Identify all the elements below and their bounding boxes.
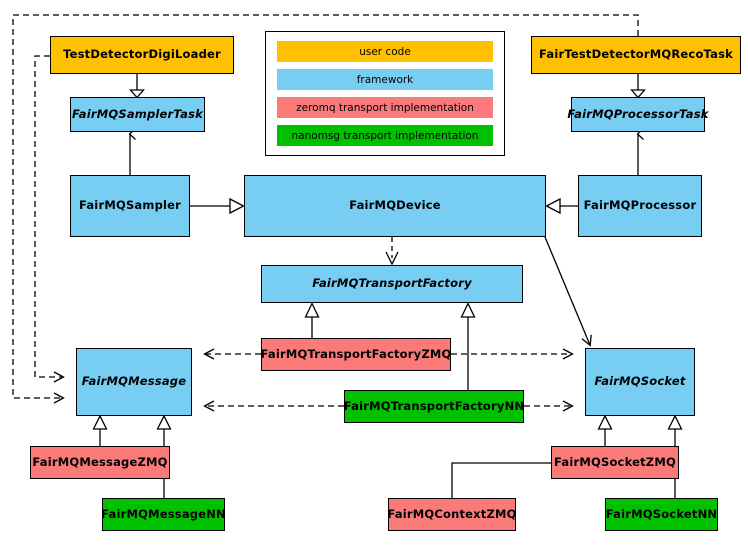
- edge-socketnn-inherits-socket-head: [667, 414, 683, 430]
- edge-messagezmq-inherits-message-head: [92, 414, 108, 430]
- legend-label: user code: [359, 45, 411, 58]
- edge-device-uses-socket: [544, 236, 592, 347]
- edge-factoryzmq-inherits-factory-head: [304, 302, 320, 318]
- class-label: FairMQSampler: [78, 198, 182, 213]
- legend-item-framework: framework: [277, 69, 493, 90]
- legend-label: framework: [356, 73, 414, 86]
- class-box-fairmq-sampler[interactable]: FairMQSampler: [70, 175, 190, 237]
- class-box-fairmq-transport-factory-zmq[interactable]: FairMQTransportFactoryZMQ: [261, 338, 451, 371]
- class-box-fairmq-processor-task[interactable]: FairMQProcessorTask: [567, 97, 708, 132]
- legend: user code framework zeromq transport imp…: [265, 31, 505, 156]
- class-box-fairtestdetector-mq-reco-task[interactable]: FairTestDetectorMQRecoTask: [531, 36, 741, 74]
- class-box-fairmq-socket-zmq[interactable]: FairMQSocketZMQ: [551, 446, 679, 479]
- class-label: FairMQSocketZMQ: [554, 454, 676, 469]
- class-box-fairmq-socket-nn[interactable]: FairMQSocketNN: [605, 498, 718, 531]
- class-label: FairMQContextZMQ: [387, 506, 517, 521]
- class-label: FairMQSamplerTask: [72, 106, 203, 121]
- legend-item-user-code: user code: [277, 41, 493, 62]
- class-label: FairMQMessageNN: [101, 506, 226, 521]
- class-box-fairmq-message[interactable]: FairMQMessage: [76, 348, 192, 416]
- class-box-test-detector-digi-loader[interactable]: TestDetectorDigiLoader: [50, 36, 234, 74]
- edge-socketzmq-inherits-socket-head: [597, 414, 613, 430]
- class-label: FairMQMessage: [81, 374, 187, 389]
- edge-messagenn-inherits-message-head: [156, 414, 172, 430]
- class-label: FairMQMessageZMQ: [32, 454, 168, 469]
- class-box-fairmq-transport-factory-nn[interactable]: FairMQTransportFactoryNN: [344, 390, 524, 423]
- class-label: FairMQProcessor: [583, 198, 697, 213]
- class-label: FairMQDevice: [349, 198, 441, 213]
- class-label: FairMQProcessorTask: [567, 106, 709, 121]
- class-box-fairmq-context-zmq[interactable]: FairMQContextZMQ: [387, 498, 517, 531]
- class-label: FairMQSocketNN: [605, 506, 718, 521]
- legend-label: zeromq transport implementation: [296, 101, 474, 114]
- edge-sampler-inherits-device-head: [229, 197, 245, 215]
- edge-socketzmq-composes-contextzmq: [451, 463, 551, 498]
- edge-processor-inherits-device-head: [545, 197, 561, 215]
- edge-factorynn-inherits-factory-head: [460, 302, 476, 318]
- class-box-fairmq-processor[interactable]: FairMQProcessor: [578, 175, 702, 237]
- edge-device-depends-transportfactory-head: [385, 251, 399, 266]
- legend-label: nanomsg transport implementation: [291, 129, 479, 142]
- class-box-fairmq-message-nn[interactable]: FairMQMessageNN: [101, 498, 226, 531]
- class-label: FairMQTransportFactory: [312, 276, 472, 291]
- class-box-fairmq-sampler-task[interactable]: FairMQSamplerTask: [70, 97, 205, 132]
- class-label: FairTestDetectorMQRecoTask: [539, 47, 733, 62]
- class-box-fairmq-transport-factory[interactable]: FairMQTransportFactory: [261, 265, 523, 303]
- class-label: FairMQTransportFactoryNN: [343, 398, 525, 413]
- class-label: FairMQSocket: [594, 374, 686, 389]
- class-box-fairmq-device[interactable]: FairMQDevice: [244, 175, 546, 237]
- class-label: TestDetectorDigiLoader: [63, 47, 221, 62]
- class-box-fairmq-socket[interactable]: FairMQSocket: [585, 348, 695, 416]
- legend-item-nanomsg: nanomsg transport implementation: [277, 125, 493, 146]
- edge-digiloader-depends-message: [34, 55, 65, 383]
- legend-item-zeromq: zeromq transport implementation: [277, 97, 493, 118]
- class-label: FairMQTransportFactoryZMQ: [260, 346, 452, 361]
- class-box-fairmq-message-zmq[interactable]: FairMQMessageZMQ: [30, 446, 170, 479]
